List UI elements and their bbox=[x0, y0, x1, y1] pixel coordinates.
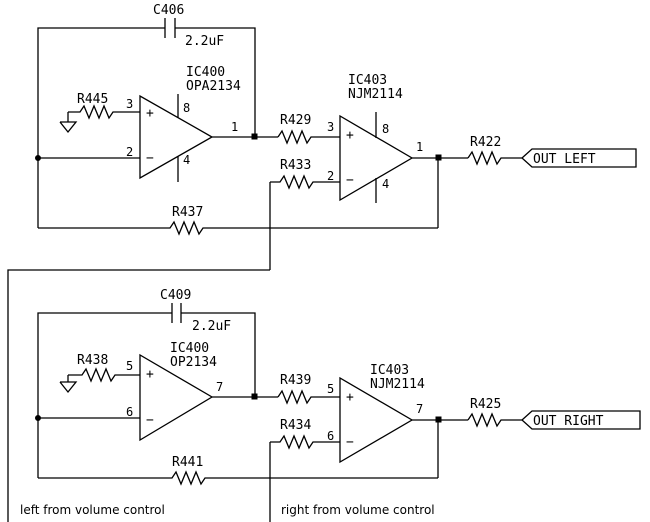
pin-vp: 8 bbox=[382, 122, 389, 136]
top-channel: C406 2.2uF R445 + − 3 2 1 8 4 IC400 OPA2… bbox=[35, 3, 637, 270]
svg-text:−: − bbox=[146, 151, 154, 166]
svg-text:−: − bbox=[146, 413, 154, 428]
capacitor-c409: C409 2.2uF bbox=[37, 288, 256, 418]
pin-minus: 6 bbox=[126, 405, 133, 419]
caption-left-input: left from volume control bbox=[20, 503, 165, 517]
resistor-ref: R437 bbox=[172, 205, 203, 220]
ic-part: OPA2134 bbox=[186, 79, 241, 94]
capacitor-c406: C406 2.2uF bbox=[37, 3, 256, 158]
ic-ref: IC400 bbox=[186, 65, 225, 80]
resistor-r445: R445 bbox=[59, 92, 140, 134]
resistor-ref: R434 bbox=[280, 418, 311, 433]
pin-out: 1 bbox=[231, 120, 238, 134]
capacitor-value: 2.2uF bbox=[192, 319, 231, 334]
pin-minus: 2 bbox=[327, 169, 334, 183]
resistor-r439: R439 bbox=[277, 373, 340, 405]
svg-text:−: − bbox=[346, 435, 354, 450]
ic-part: NJM2114 bbox=[370, 377, 425, 392]
caption-right-input: right from volume control bbox=[281, 503, 435, 517]
opamp-ic403-bottom: + − 5 6 7 IC403 NJM2114 bbox=[327, 363, 425, 464]
pin-out: 1 bbox=[416, 140, 423, 154]
resistor-r433: R433 bbox=[269, 158, 340, 270]
ic-ref: IC400 bbox=[170, 341, 209, 356]
ic-part: NJM2114 bbox=[348, 87, 403, 102]
svg-text:−: − bbox=[346, 173, 354, 188]
capacitor-value: 2.2uF bbox=[185, 34, 224, 49]
pin-vn: 4 bbox=[183, 153, 190, 167]
port-label: OUT RIGHT bbox=[533, 414, 604, 429]
ic-part: OP2134 bbox=[170, 355, 217, 370]
opamp-ic400-top: + − 3 2 1 8 4 IC400 OPA2134 bbox=[126, 65, 241, 182]
left-input-wire bbox=[7, 269, 270, 522]
capacitor-ref: C409 bbox=[160, 288, 191, 303]
pin-minus: 2 bbox=[126, 145, 133, 159]
resistor-ref: R425 bbox=[470, 397, 501, 412]
pin-minus: 6 bbox=[327, 429, 334, 443]
svg-text:+: + bbox=[346, 390, 354, 405]
resistor-ref: R445 bbox=[77, 92, 108, 107]
resistor-r437: R437 bbox=[38, 205, 438, 236]
resistor-ref: R433 bbox=[280, 158, 311, 173]
pin-plus: 5 bbox=[327, 382, 334, 396]
svg-text:+: + bbox=[346, 128, 354, 143]
resistor-ref: R438 bbox=[77, 353, 108, 368]
resistor-ref: R429 bbox=[280, 113, 311, 128]
bottom-channel: C409 2.2uF R438 + − 5 6 7 IC400 OP2134 bbox=[35, 288, 641, 522]
resistor-ref: R439 bbox=[280, 373, 311, 388]
pin-plus: 3 bbox=[126, 97, 133, 111]
ic-ref: IC403 bbox=[348, 73, 387, 88]
svg-text:+: + bbox=[146, 367, 154, 382]
pin-plus: 5 bbox=[126, 359, 133, 373]
ic-ref: IC403 bbox=[370, 363, 409, 378]
resistor-ref: R422 bbox=[470, 135, 501, 150]
resistor-r441: R441 bbox=[38, 455, 438, 486]
opamp-ic403-top: + − 3 2 1 8 4 IC403 NJM2114 bbox=[327, 73, 423, 203]
svg-text:+: + bbox=[146, 106, 154, 121]
resistor-r422: R422 bbox=[467, 135, 522, 166]
output-port-right: OUT RIGHT bbox=[521, 410, 641, 430]
resistor-r434: R434 bbox=[269, 418, 340, 522]
resistor-r425: R425 bbox=[467, 397, 522, 428]
resistor-ref: R441 bbox=[172, 455, 203, 470]
pin-plus: 3 bbox=[327, 120, 334, 134]
pin-vp: 8 bbox=[183, 101, 190, 115]
pin-vn: 4 bbox=[382, 177, 389, 191]
resistor-r429: R429 bbox=[277, 113, 340, 145]
pin-out: 7 bbox=[416, 402, 423, 416]
opamp-ic400-bottom: + − 5 6 7 IC400 OP2134 bbox=[126, 341, 223, 442]
capacitor-ref: C406 bbox=[153, 3, 184, 18]
output-port-left: OUT LEFT bbox=[521, 148, 637, 168]
port-label: OUT LEFT bbox=[533, 152, 596, 167]
pin-out: 7 bbox=[216, 380, 223, 394]
resistor-r438: R438 bbox=[59, 353, 140, 394]
